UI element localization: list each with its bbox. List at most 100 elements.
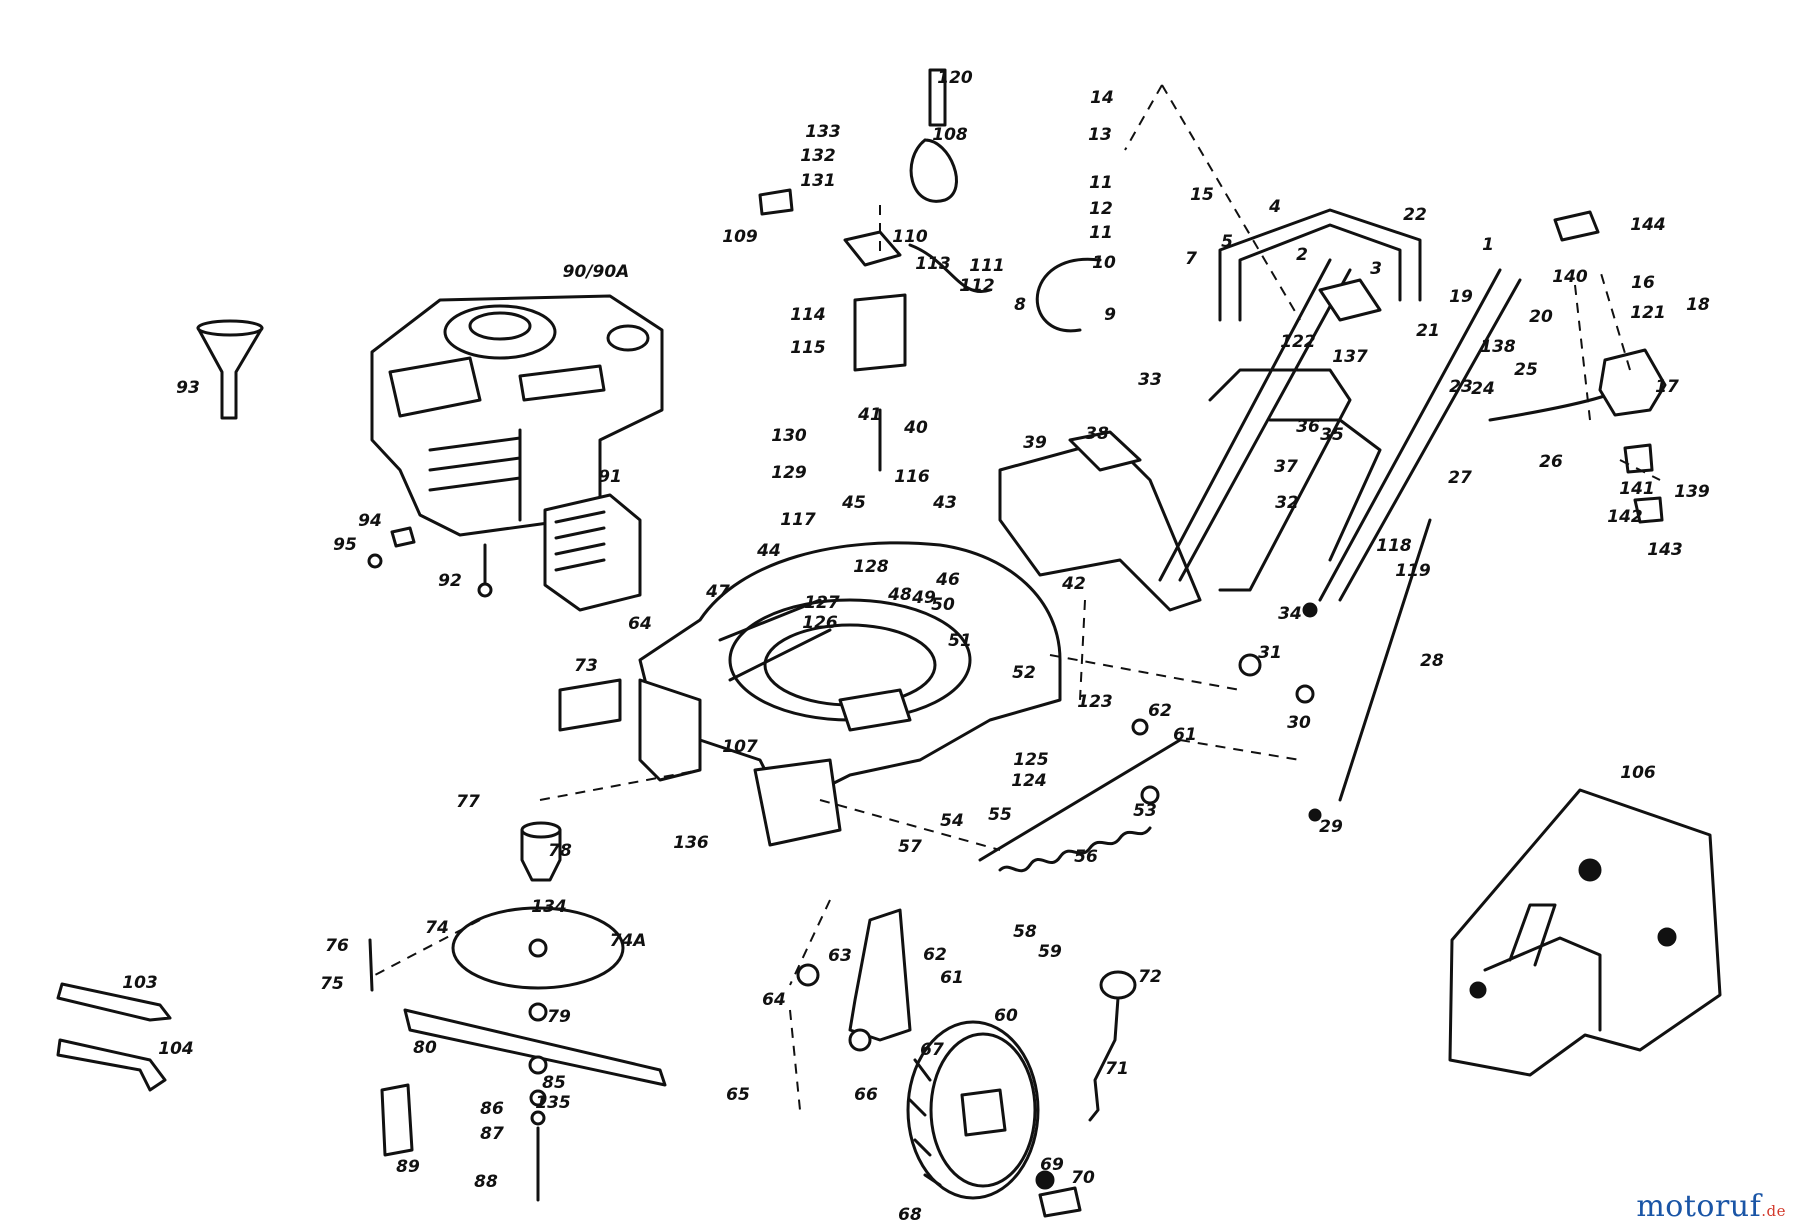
part-label-131: 131 <box>800 171 836 191</box>
part-label-32: 32 <box>1275 493 1299 513</box>
part-label-76: 76 <box>325 936 349 956</box>
part-label-36: 36 <box>1296 417 1320 437</box>
part-label-91: 91 <box>598 467 622 487</box>
part-label-133: 133 <box>805 122 841 142</box>
part-label-108: 108 <box>932 125 968 145</box>
part-label-61b: 61 <box>940 968 964 988</box>
part-label-7: 7 <box>1185 249 1197 269</box>
wheel-drawing <box>906 1020 1082 1218</box>
part-label-124: 124 <box>1011 771 1047 791</box>
part-label-78: 78 <box>548 841 572 861</box>
part-label-15: 15 <box>1190 185 1214 205</box>
part-label-54: 54 <box>940 811 964 831</box>
part-label-141: 141 <box>1619 479 1655 499</box>
part-label-59: 59 <box>1038 942 1062 962</box>
part-label-114: 114 <box>790 305 826 325</box>
part-label-66: 66 <box>854 1085 878 1105</box>
part-label-17: 17 <box>1655 377 1679 397</box>
part-label-134: 134 <box>531 897 567 917</box>
part-label-111: 111 <box>969 256 1005 276</box>
part-label-122: 122 <box>1280 332 1316 352</box>
rear-guard-drawing <box>998 430 1202 612</box>
part-label-75: 75 <box>320 974 344 994</box>
part-label-58: 58 <box>1013 922 1037 942</box>
part-label-72: 72 <box>1138 967 1162 987</box>
part-label-85: 85 <box>542 1073 566 1093</box>
part-label-107: 107 <box>722 737 758 757</box>
part-label-22: 22 <box>1403 205 1427 225</box>
part-label-51: 51 <box>948 631 972 651</box>
axle-spring-drawing <box>978 718 1182 873</box>
part-label-10: 10 <box>1092 253 1116 273</box>
part-label-77: 77 <box>456 792 480 812</box>
blade-assembly-drawing <box>368 821 667 1202</box>
part-label-144: 144 <box>1630 215 1666 235</box>
part-label-88: 88 <box>474 1172 498 1192</box>
part-label-129: 129 <box>771 463 807 483</box>
part-label-116: 116 <box>894 467 930 487</box>
part-label-139: 139 <box>1674 482 1710 502</box>
part-label-25: 25 <box>1514 360 1538 380</box>
part-label-74a: 74A <box>610 931 647 951</box>
part-label-104: 104 <box>158 1039 194 1059</box>
part-label-35: 35 <box>1320 425 1344 445</box>
part-label-130: 130 <box>771 426 807 446</box>
watermark-text: motoruf <box>1636 1189 1762 1224</box>
part-label-63: 63 <box>828 946 852 966</box>
part-label-126: 126 <box>802 613 838 633</box>
part-label-123: 123 <box>1077 692 1113 712</box>
part-label-52: 52 <box>1012 663 1036 683</box>
dashed-leader-lines <box>374 84 1661 1111</box>
part-label-73: 73 <box>574 656 598 676</box>
part-label-60: 60 <box>994 1006 1018 1026</box>
part-label-110: 110 <box>892 227 928 247</box>
part-label-132: 132 <box>800 146 836 166</box>
watermark: motoruf.de <box>1636 1189 1786 1224</box>
part-label-27: 27 <box>1448 468 1472 488</box>
part-label-44: 44 <box>756 541 781 561</box>
part-label-9: 9 <box>1104 305 1116 325</box>
part-label-38: 38 <box>1085 424 1109 444</box>
part-label-106: 106 <box>1620 763 1656 783</box>
part-label-5: 5 <box>1221 232 1233 252</box>
part-label-120: 120 <box>937 68 973 88</box>
part-label-64b: 64 <box>762 990 786 1010</box>
part-label-11b: 11 <box>1089 223 1113 243</box>
part-label-24: 24 <box>1471 379 1495 399</box>
part-label-8: 8 <box>1014 295 1026 315</box>
switch-parts-drawing <box>758 188 992 472</box>
part-label-143: 143 <box>1647 540 1683 560</box>
part-label-12: 12 <box>1089 199 1113 219</box>
air-filter-drawing <box>543 493 642 612</box>
part-label-70: 70 <box>1071 1168 1095 1188</box>
part-label-14: 14 <box>1090 88 1114 108</box>
mower-deck-drawing <box>558 541 1062 847</box>
part-label-117: 117 <box>780 510 816 530</box>
part-label-62a: 62 <box>1148 701 1172 721</box>
part-label-11a: 11 <box>1089 173 1113 193</box>
part-label-68: 68 <box>898 1205 922 1225</box>
part-label-138: 138 <box>1480 337 1516 357</box>
part-label-46: 46 <box>935 570 960 590</box>
height-lever-drawing <box>1088 970 1137 1122</box>
part-label-13: 13 <box>1088 125 1112 145</box>
part-label-49: 49 <box>911 588 936 608</box>
part-label-113: 113 <box>915 254 951 274</box>
part-label-140: 140 <box>1552 267 1588 287</box>
part-label-118: 118 <box>1376 536 1412 556</box>
control-box-drawing <box>1553 210 1667 524</box>
part-label-67: 67 <box>920 1040 944 1060</box>
part-label-3: 3 <box>1370 259 1382 279</box>
engine-small-parts <box>367 526 493 598</box>
part-label-95: 95 <box>333 535 357 555</box>
part-label-142: 142 <box>1607 507 1643 527</box>
part-label-57: 57 <box>898 837 922 857</box>
part-label-71: 71 <box>1105 1059 1129 1079</box>
part-label-53: 53 <box>1133 801 1157 821</box>
part-label-29: 29 <box>1319 817 1343 837</box>
wheel-bracket-drawing <box>796 908 912 1052</box>
part-label-47: 47 <box>705 582 730 602</box>
part-label-41: 41 <box>857 405 882 425</box>
